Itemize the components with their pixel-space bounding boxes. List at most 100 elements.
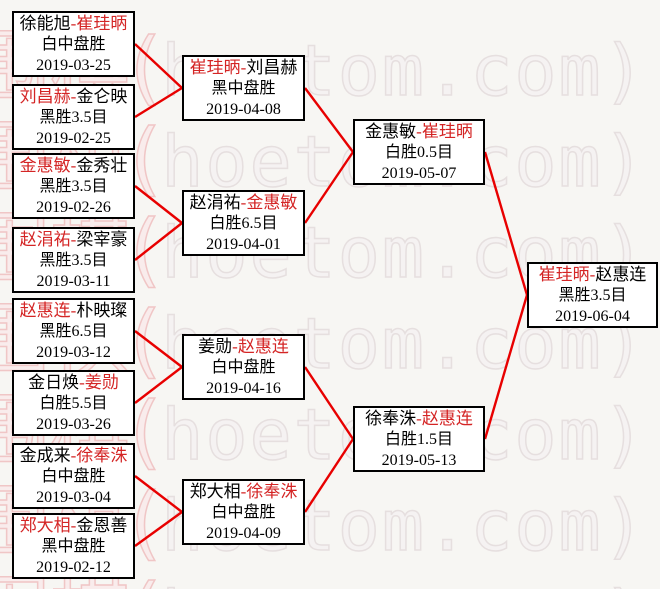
bracket-connector xyxy=(134,43,183,89)
match-date: 2019-03-11 xyxy=(36,272,111,290)
player2-name: 朴映璨 xyxy=(76,300,128,320)
player2-name: 刘昌赫 xyxy=(246,57,298,77)
watermark-latin-part: hoetom.com) xyxy=(160,576,647,589)
match-result: 白胜5.5目 xyxy=(39,394,108,412)
match-date: 2019-04-08 xyxy=(206,100,281,118)
match-result: 白中盘胜 xyxy=(41,35,106,53)
match-result: 黑胜3.5目 xyxy=(39,108,108,126)
name-separator-dash: - xyxy=(70,515,77,535)
match-players-line: 金惠敏-崔珪昞 xyxy=(365,121,473,142)
match-result: 白中盘胜 xyxy=(211,503,276,521)
match-date: 2019-04-09 xyxy=(206,524,281,542)
match-result: 黑中盘胜 xyxy=(41,537,106,555)
player2-name: 徐奉洙 xyxy=(246,481,298,501)
player1-name: 赵涓祐 xyxy=(189,192,241,212)
player1-name: 金日焕 xyxy=(28,372,80,392)
match-quarterfinal-3[interactable]: 姜勋-赵惠连白中盘胜 2019-04-16 xyxy=(182,334,305,400)
match-round-of-16-5[interactable]: 赵惠连-朴映璨黑胜6.5目 2019-03-12 xyxy=(12,298,135,364)
player2-name: 崔珪昞 xyxy=(421,121,473,141)
name-separator-dash: - xyxy=(70,86,77,106)
match-date: 2019-03-04 xyxy=(36,488,111,506)
player1-name: 金惠敏 xyxy=(365,121,417,141)
match-result: 黑胜6.5目 xyxy=(39,322,108,340)
match-players-line: 金惠敏-金秀壮 xyxy=(20,155,128,176)
player2-name: 徐奉洙 xyxy=(76,445,128,465)
match-players-line: 金日焕-姜勋 xyxy=(28,372,119,393)
match-date: 2019-02-12 xyxy=(36,558,111,576)
player2-name: 梁宰豪 xyxy=(76,229,128,249)
player1-name: 郑大相 xyxy=(189,481,241,501)
player2-name: 金恩善 xyxy=(76,515,128,535)
match-quarterfinal-1[interactable]: 崔珪昞-刘昌赫黑中盘胜 2019-04-08 xyxy=(182,55,305,121)
match-players-line: 郑大相-金恩善 xyxy=(20,515,128,536)
bracket-connector xyxy=(134,366,183,404)
name-separator-dash: - xyxy=(589,264,596,284)
match-result: 黑胜3.5目 xyxy=(39,251,108,269)
bracket-connector xyxy=(134,330,183,368)
player2-name: 赵惠连 xyxy=(595,264,647,284)
match-date: 2019-05-13 xyxy=(381,451,457,469)
match-players-line: 徐能旭-崔珪昞 xyxy=(20,13,128,34)
match-players-line: 崔珪昞-赵惠连 xyxy=(539,264,647,285)
bracket-connector xyxy=(134,511,183,547)
match-players-line: 姜勋-赵惠连 xyxy=(198,336,289,357)
match-round-of-16-2[interactable]: 刘昌赫-金仑映黑胜3.5目 2019-02-25 xyxy=(12,84,135,150)
match-date: 2019-04-16 xyxy=(206,379,281,397)
bracket-connector xyxy=(304,87,354,153)
player2-name: 姜勋 xyxy=(84,372,119,392)
match-players-line: 赵涓祐-金惠敏 xyxy=(190,192,298,213)
match-players-line: 徐奉洙-赵惠连 xyxy=(365,408,473,429)
name-separator-dash: - xyxy=(240,57,247,77)
match-quarterfinal-4[interactable]: 郑大相-徐奉洙白中盘胜 2019-04-09 xyxy=(182,479,305,545)
player2-name: 金惠敏 xyxy=(246,192,298,212)
bracket-connector xyxy=(483,294,529,440)
match-players-line: 赵惠连-朴映璨 xyxy=(20,300,128,321)
name-separator-dash: - xyxy=(79,372,85,392)
match-date: 2019-03-26 xyxy=(36,415,111,433)
match-result: 白胜6.5目 xyxy=(209,214,278,232)
match-date: 2019-02-25 xyxy=(36,129,111,147)
bracket-connector xyxy=(304,151,354,224)
match-date: 2019-03-12 xyxy=(36,343,111,361)
bracket-connector xyxy=(483,151,529,296)
name-separator-dash: - xyxy=(240,192,247,212)
name-separator-dash: - xyxy=(416,121,422,141)
match-result: 黑中盘胜 xyxy=(211,79,276,97)
player1-name: 姜勋 xyxy=(198,336,233,356)
match-round-of-16-7[interactable]: 金成来-徐奉洙白中盘胜 2019-03-04 xyxy=(12,443,135,509)
match-round-of-16-4[interactable]: 赵涓祐-梁宰豪黑胜3.5目 2019-03-11 xyxy=(12,227,135,293)
match-date: 2019-03-25 xyxy=(36,56,111,74)
name-separator-dash: - xyxy=(416,408,422,428)
match-players-line: 刘昌赫-金仑映 xyxy=(20,86,128,107)
bracket-connector xyxy=(134,185,183,224)
player1-name: 金惠敏 xyxy=(19,155,71,175)
name-separator-dash: - xyxy=(70,13,77,33)
player1-name: 郑大相 xyxy=(19,515,71,535)
match-result: 白胜0.5目 xyxy=(384,143,453,161)
match-date: 2019-02-26 xyxy=(36,198,111,216)
match-result: 白中盘胜 xyxy=(211,358,276,376)
match-round-of-16-1[interactable]: 徐能旭-崔珪昞白中盘胜 2019-03-25 xyxy=(12,11,135,77)
name-separator-dash: - xyxy=(240,481,247,501)
match-date: 2019-04-01 xyxy=(206,235,281,253)
name-separator-dash: - xyxy=(232,336,238,356)
player1-name: 金成来 xyxy=(19,445,71,465)
name-separator-dash: - xyxy=(70,155,77,175)
match-players-line: 金成来-徐奉洙 xyxy=(20,445,128,466)
player2-name: 崔珪昞 xyxy=(76,13,128,33)
player1-name: 赵惠连 xyxy=(19,300,71,320)
player1-name: 崔珪昞 xyxy=(538,264,590,284)
name-separator-dash: - xyxy=(70,229,77,249)
match-players-line: 赵涓祐-梁宰豪 xyxy=(20,229,128,250)
match-result: 白中盘胜 xyxy=(41,467,106,485)
player1-name: 崔珪昞 xyxy=(189,57,241,77)
player1-name: 徐奉洙 xyxy=(365,408,417,428)
